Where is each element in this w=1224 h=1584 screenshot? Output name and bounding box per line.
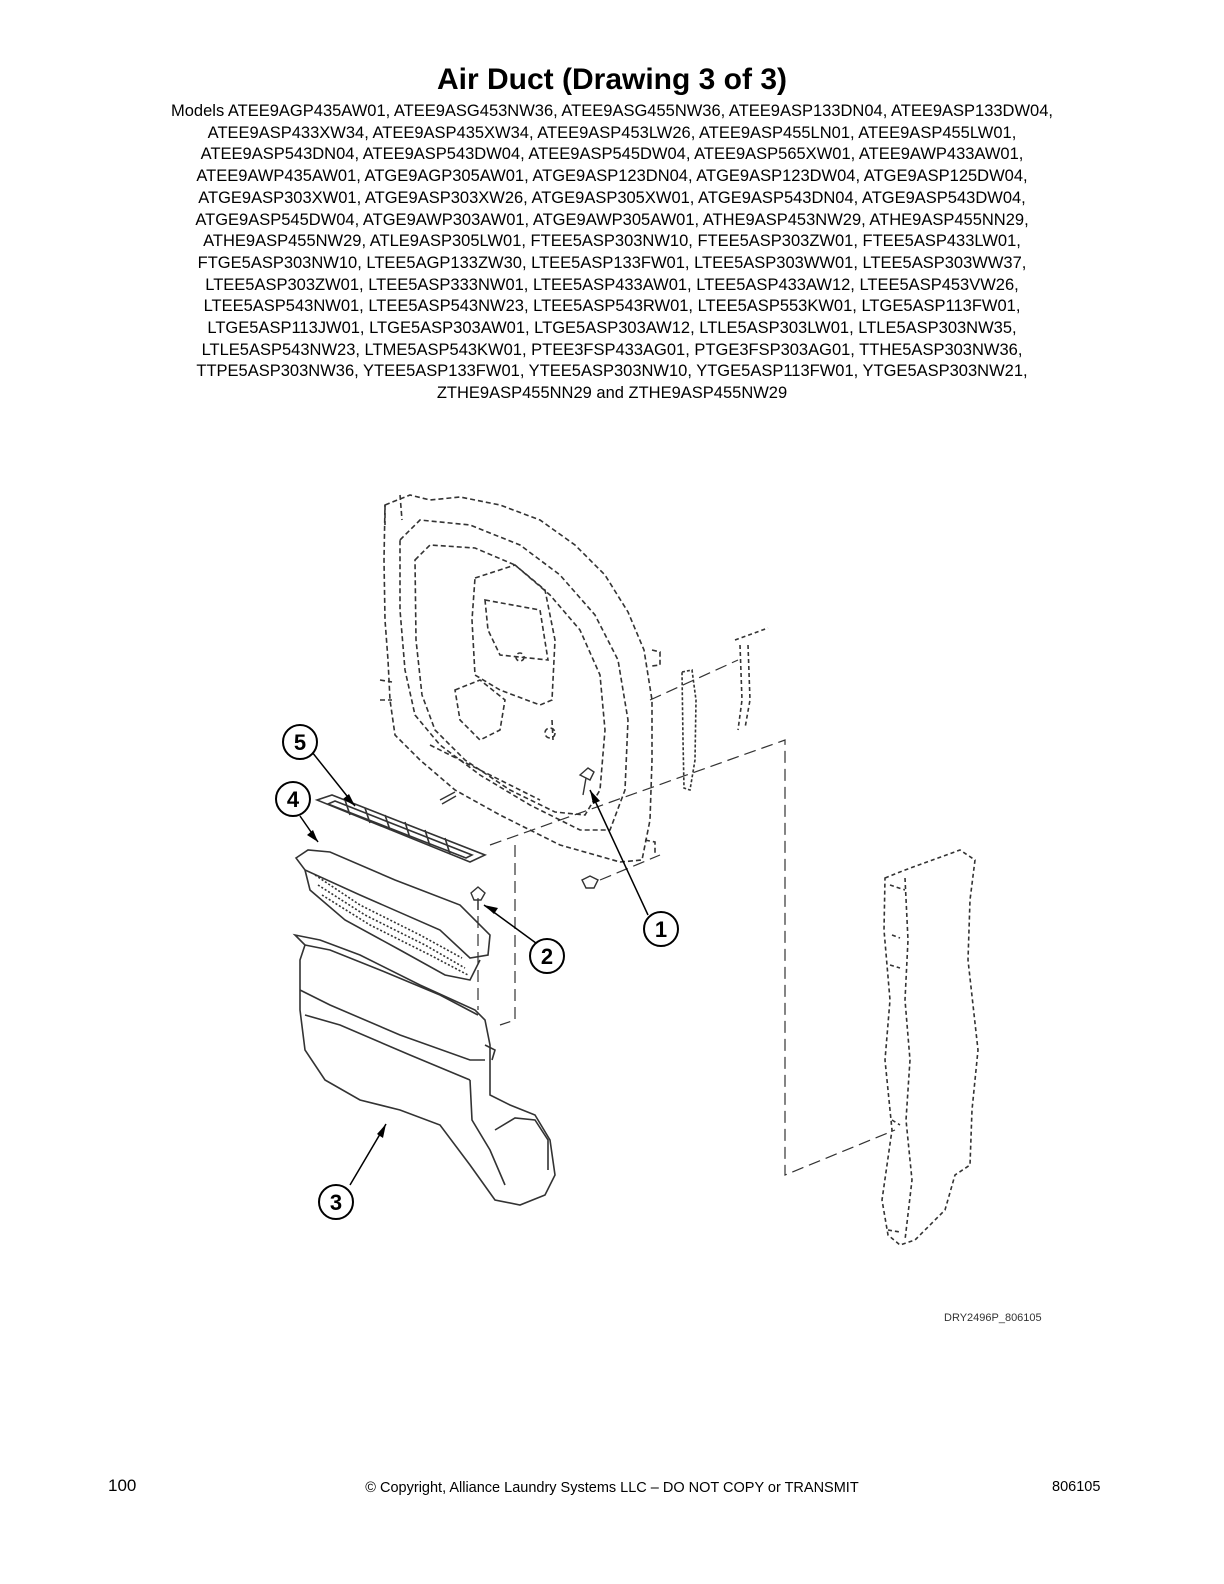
- model-line: ZTHE9ASP455NN29 and ZTHE9ASP455NW29: [436, 384, 788, 403]
- model-line: FTGE5ASP303NW10, LTEE5AGP133ZW30, LTEE5A…: [197, 253, 1027, 272]
- alignment-lines: [477, 659, 896, 1176]
- model-line: LTLE5ASP543NW23, LTME5ASP543KW01, PTEE3F…: [201, 340, 1023, 359]
- callout-4: [275, 781, 311, 817]
- callout-arrowheads: [307, 790, 600, 1138]
- model-line: TTPE5ASP303NW36, YTEE5ASP133FW01, YTEE5A…: [196, 362, 1028, 381]
- page-title: Air Duct (Drawing 3 of 3): [436, 63, 788, 96]
- callout-1: [643, 911, 679, 947]
- side-panel-phantom: [881, 849, 979, 1246]
- bulkhead-phantom: [379, 494, 661, 863]
- model-line: Models ATEE9AGP435AW01, ATEE9ASG453NW36,…: [171, 102, 1053, 120]
- part-3-duct: [292, 933, 556, 1206]
- model-list: Models ATEE9AGP435AW01, ATEE9ASG453NW36,…: [110, 101, 1114, 405]
- side-bracket: [681, 627, 769, 792]
- model-line: ATEE9ASP543DN04, ATEE9ASP543DW04, ATEE9A…: [200, 145, 1024, 164]
- model-line: LTEE5ASP303ZW01, LTEE5ASP333NW01, LTEE5A…: [205, 275, 1019, 294]
- callout-label: 2: [541, 944, 553, 969]
- model-line: ATEE9ASP433XW34, ATEE9ASP435XW34, ATEE9A…: [207, 123, 1017, 142]
- model-line: ATGE9ASP303XW01, ATGE9ASP303XW26, ATGE9A…: [198, 188, 1026, 207]
- air-duct-exploded-diagram: 1 2 3 4 5: [275, 494, 979, 1246]
- callout-2: [529, 938, 565, 974]
- copyright-notice: © Copyright, Alliance Laundry Systems LL…: [365, 1480, 859, 1496]
- model-line: ATEE9AWP435AW01, ATGE9AGP305AW01, ATGE9A…: [196, 167, 1028, 186]
- document-number: 806105: [1052, 1479, 1101, 1495]
- callout-label: 4: [287, 787, 300, 812]
- model-line: ATGE9ASP545DW04, ATGE9AWP303AW01, ATGE9A…: [195, 210, 1029, 229]
- drawing-id: DRY2496P_806105: [944, 1312, 1042, 1324]
- part-5-grille: [314, 794, 488, 863]
- model-line: ATHE9ASP455NW29, ATLE9ASP305LW01, FTEE5A…: [203, 232, 1021, 251]
- callout-leaders: [299, 751, 649, 1186]
- part-4-lint-screen: [294, 849, 491, 981]
- callout-3: [318, 1184, 354, 1220]
- callout-label: 3: [330, 1190, 342, 1215]
- callout-5: [282, 724, 318, 760]
- model-line: LTEE5ASP543NW01, LTEE5ASP543NW23, LTEE5A…: [203, 297, 1021, 316]
- model-line: LTGE5ASP113JW01, LTGE5ASP303AW01, LTGE5A…: [207, 319, 1017, 338]
- page-number: 100: [108, 1476, 137, 1495]
- callout-label: 5: [294, 730, 306, 755]
- callout-bubbles: [275, 724, 679, 1220]
- callout-label: 1: [655, 917, 667, 942]
- screw-parts: [439, 767, 599, 910]
